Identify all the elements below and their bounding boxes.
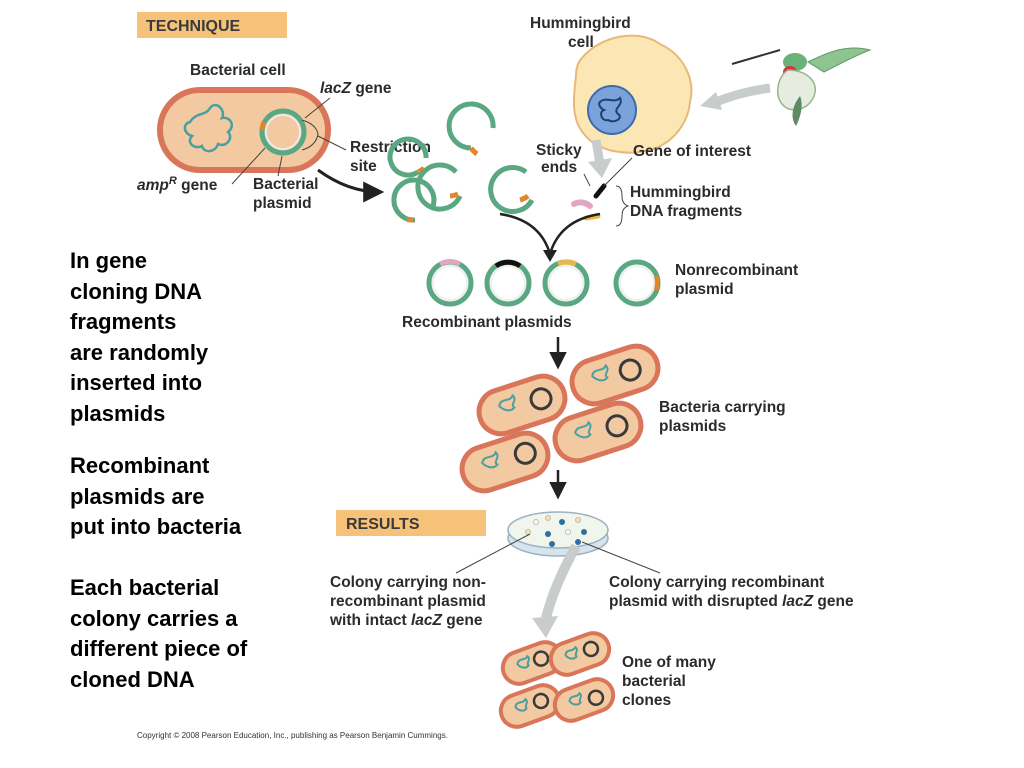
nucleus xyxy=(587,85,637,135)
label-lacz-gene: lacZ gene xyxy=(320,80,392,97)
text-random-insertion: In gene cloning DNA fragments are random… xyxy=(70,248,209,426)
text-each-colony: Each bacterial colony carries a differen… xyxy=(70,575,248,692)
bacterial-cell xyxy=(157,87,331,173)
label-nonrecombinant-line1: Nonrecombinant xyxy=(675,262,798,279)
label-bacteria-carrying-line2: plasmids xyxy=(659,418,726,435)
label-colony-non-line3: with intact lacZ gene xyxy=(329,612,483,629)
label-hummingbird-cell-line1: Hummingbird xyxy=(530,15,631,32)
flow-arrow-cell-to-fragments xyxy=(591,139,605,165)
technique-label: TECHNIQUE xyxy=(146,18,241,35)
label-bacterial-cell: Bacterial cell xyxy=(190,62,286,79)
cut-plasmids xyxy=(387,101,535,223)
label-colony-rec-line2: plasmid with disrupted lacZ gene xyxy=(609,593,854,610)
label-hb-fragments-line2: DNA fragments xyxy=(630,203,742,220)
label-bacterial-plasmid-line1: Bacterial xyxy=(253,176,318,193)
label-nonrecombinant-line2: plasmid xyxy=(675,281,734,298)
hummingbird-illustration xyxy=(731,47,872,126)
label-sticky-ends-line1: Sticky xyxy=(536,142,582,159)
technique-banner: TECHNIQUE xyxy=(137,12,287,38)
label-sticky-ends-line2: ends xyxy=(541,159,577,176)
results-label: RESULTS xyxy=(346,516,420,533)
merge-arrow xyxy=(499,212,601,255)
label-colony-non-line1: Colony carrying non- xyxy=(330,574,486,591)
petri-dish xyxy=(507,511,609,557)
bacterial-chromosome xyxy=(183,103,233,153)
label-clones-line2: bacterial xyxy=(622,673,686,690)
bacterial-plasmid-ring xyxy=(259,108,307,156)
label-clones-line3: clones xyxy=(622,692,671,709)
copyright-notice: Copyright © 2008 Pearson Education, Inc.… xyxy=(137,731,448,740)
label-ampr-gene: ampR gene xyxy=(137,175,218,194)
label-bacteria-carrying-line1: Bacteria carrying xyxy=(659,399,786,416)
label-hb-fragments-line1: Hummingbird xyxy=(630,184,731,201)
text-put-into-bacteria: Recombinant plasmids are put into bacter… xyxy=(70,453,242,539)
label-hummingbird-cell-line2: cell xyxy=(568,34,594,51)
results-banner: RESULTS xyxy=(336,510,486,536)
flow-arrow-to-clones xyxy=(541,543,581,620)
label-clones-line1: One of many xyxy=(622,654,716,671)
label-restriction-site-line2: site xyxy=(350,158,377,175)
label-colony-non-line2: recombinant plasmid xyxy=(330,593,486,610)
arrow-to-cut-plasmids xyxy=(317,168,385,203)
label-gene-of-interest: Gene of interest xyxy=(633,143,751,160)
hummingbird-cell xyxy=(572,34,693,154)
bacterial-clones xyxy=(498,631,616,729)
bacteria-with-plasmids xyxy=(459,343,661,494)
label-recombinant-plasmids: Recombinant plasmids xyxy=(402,314,572,331)
label-bacterial-plasmid-line2: plasmid xyxy=(253,195,312,212)
recombinant-plasmid-row xyxy=(426,258,661,307)
label-colony-rec-line1: Colony carrying recombinant xyxy=(609,574,824,591)
flow-arrow-bird-to-cell xyxy=(714,83,771,107)
